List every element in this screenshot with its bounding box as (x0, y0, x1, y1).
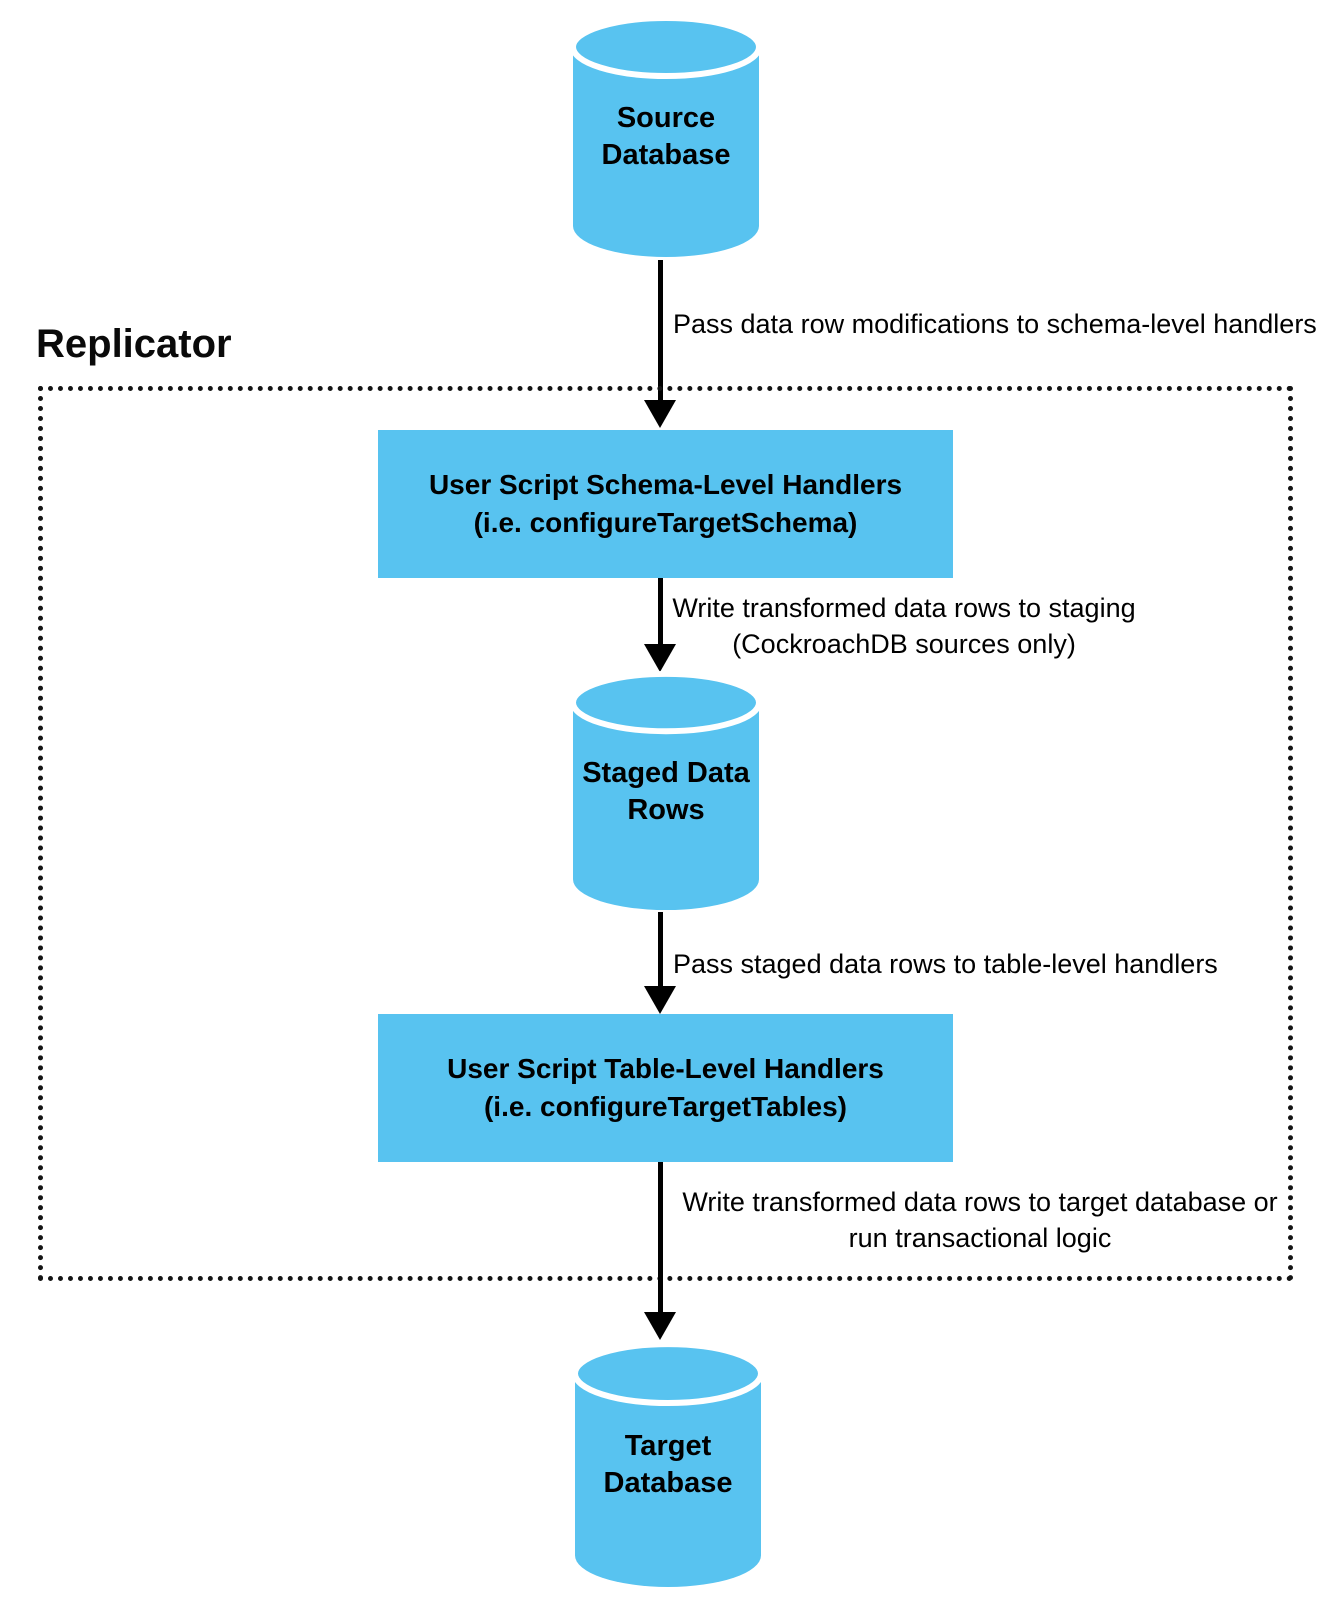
schema-handlers-node: User Script Schema-Level Handlers (i.e. … (378, 430, 953, 578)
arrow-shaft (657, 260, 663, 400)
source-database-node: Source Database (570, 14, 762, 260)
replicator-boundary-box (38, 386, 1293, 1281)
source-database-label: Source Database (570, 100, 762, 174)
edge-label-line1: Write transformed data rows to target da… (682, 1187, 1278, 1217)
cylinder-lid (570, 15, 762, 79)
database-cylinder-icon (570, 670, 762, 911)
edge-label-schema-to-staged: Write transformed data rows to staging (… (664, 590, 1144, 662)
schema-handlers-label-line1: User Script Schema-Level Handlers (428, 469, 903, 500)
edge-label-line2: (CockroachDB sources only) (732, 629, 1076, 659)
arrow-table-to-target (644, 1162, 676, 1340)
target-database-label: Target Database (572, 1428, 764, 1502)
cylinder-lid (572, 1341, 764, 1407)
staged-rows-node: Staged Data Rows (570, 670, 762, 913)
schema-handlers-label-line2: (i.e. configureTargetSchema) (473, 507, 858, 538)
cylinder-lid (570, 670, 762, 735)
cylinder-body (573, 47, 759, 257)
arrow-head-icon (644, 986, 676, 1014)
table-handlers-node: User Script Table-Level Handlers (i.e. c… (378, 1014, 953, 1162)
staged-rows-label: Staged Data Rows (570, 755, 762, 829)
target-database-label-line2: Database (603, 1467, 733, 1499)
table-handlers-label-line1: User Script Table-Level Handlers (447, 1053, 884, 1084)
cylinder-body (573, 702, 759, 911)
arrow-staged-to-table (644, 912, 676, 1014)
source-database-label-line1: Source (616, 102, 716, 134)
target-database-node: Target Database (572, 1340, 764, 1590)
database-cylinder-icon (572, 1341, 764, 1587)
table-handlers-label-line2: (i.e. configureTargetTables) (483, 1091, 847, 1122)
arrow-source-to-schema (644, 260, 676, 428)
staged-rows-label-line1: Staged Data (582, 756, 750, 789)
replicator-title: Replicator (36, 322, 232, 366)
edge-label-line1: Write transformed data rows to staging (672, 593, 1136, 623)
arrow-head-icon (644, 644, 676, 672)
arrow-shaft (657, 578, 663, 644)
arrow-shaft (657, 1162, 663, 1312)
edge-label-table-to-target: Write transformed data rows to target da… (655, 1184, 1305, 1256)
arrow-schema-to-staged (644, 578, 676, 672)
edge-label-line2: run transactional logic (848, 1223, 1112, 1253)
target-database-label-line1: Target (624, 1430, 712, 1462)
edge-label-source-to-schema: Pass data row modifications to schema-le… (673, 309, 1317, 339)
arrow-head-icon (644, 1312, 676, 1340)
source-database-label-line2: Database (601, 139, 731, 171)
cylinder-body (575, 1373, 761, 1587)
arrow-shaft (657, 912, 663, 986)
staged-rows-label-line2: Rows (627, 793, 705, 826)
arrow-head-icon (644, 400, 676, 428)
database-cylinder-icon (570, 15, 762, 257)
edge-label-staged-to-table: Pass staged data rows to table-level han… (673, 949, 1218, 979)
